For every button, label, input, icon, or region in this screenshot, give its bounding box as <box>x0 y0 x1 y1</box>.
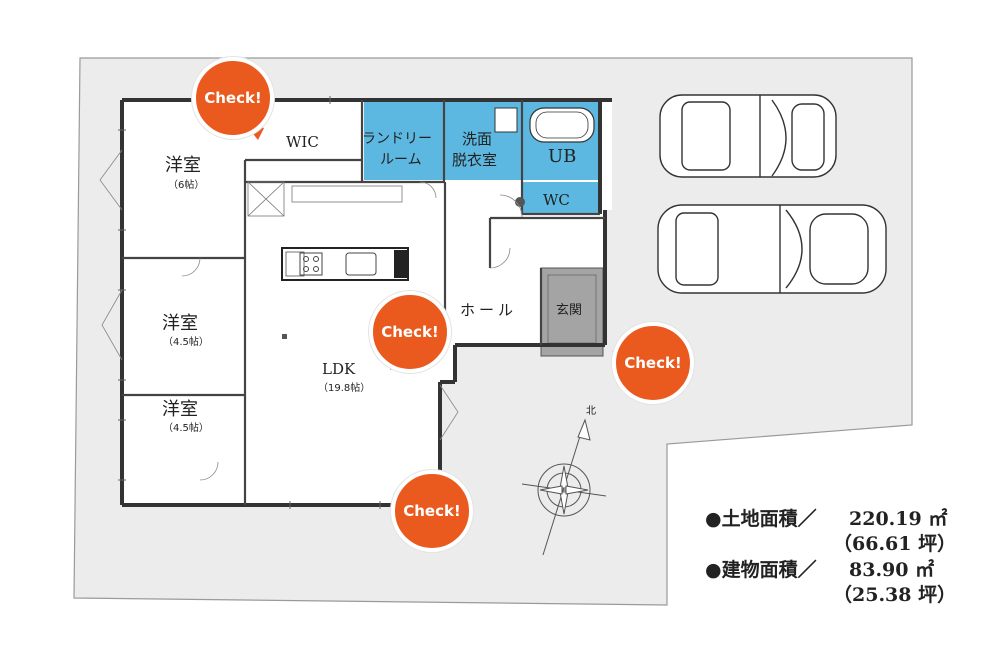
check-badge-entrance[interactable]: Check! <box>612 322 694 404</box>
bath-label: UB <box>548 146 577 167</box>
land-area-label: ●土地面積／ <box>705 508 817 530</box>
entrance-floor <box>540 267 604 357</box>
washroom-label-2: 脱衣室 <box>452 151 498 169</box>
laundry-room <box>364 102 444 180</box>
bedroom3-name: 洋室 <box>162 399 198 420</box>
land-area-value: 220.19 ㎡ <box>849 508 948 530</box>
check-badge-kitchen[interactable]: Check! <box>369 291 451 373</box>
laundry-label-1: ランドリー <box>362 131 432 147</box>
ldk-name: LDK <box>322 360 356 378</box>
bedroom2-name: 洋室 <box>162 313 198 334</box>
toilet-room <box>522 182 600 214</box>
check-badge-ldk[interactable]: Check! <box>391 470 473 552</box>
bedroom1-name: 洋室 <box>165 155 201 176</box>
wic-label: WIC <box>286 133 319 151</box>
compass-north-label: 北 <box>586 406 596 417</box>
laundry-label-2: ルーム <box>380 152 422 168</box>
car-2 <box>657 204 887 294</box>
car-1 <box>659 94 837 178</box>
building-area-tsubo: （25.38 坪） <box>833 584 957 606</box>
entrance-label: 玄関 <box>556 303 583 318</box>
check-badge-wic[interactable]: Check! <box>192 57 274 139</box>
ldk-size: （19.8帖） <box>318 383 371 394</box>
bedroom1-size: （6帖） <box>168 180 205 191</box>
building-area-value: 83.90 ㎡ <box>849 559 935 581</box>
hall-label: ホール <box>460 301 518 319</box>
compass <box>521 418 607 556</box>
washroom-label-1: 洗面 <box>462 130 493 148</box>
building-area-label: ●建物面積／ <box>705 559 817 581</box>
bedroom3-size: （4.5帖） <box>163 423 209 434</box>
land-area-tsubo: （66.61 坪） <box>833 533 957 555</box>
bedroom2-size: （4.5帖） <box>163 337 209 348</box>
kitchen-island <box>281 247 409 281</box>
toilet-label: WC <box>543 191 570 209</box>
